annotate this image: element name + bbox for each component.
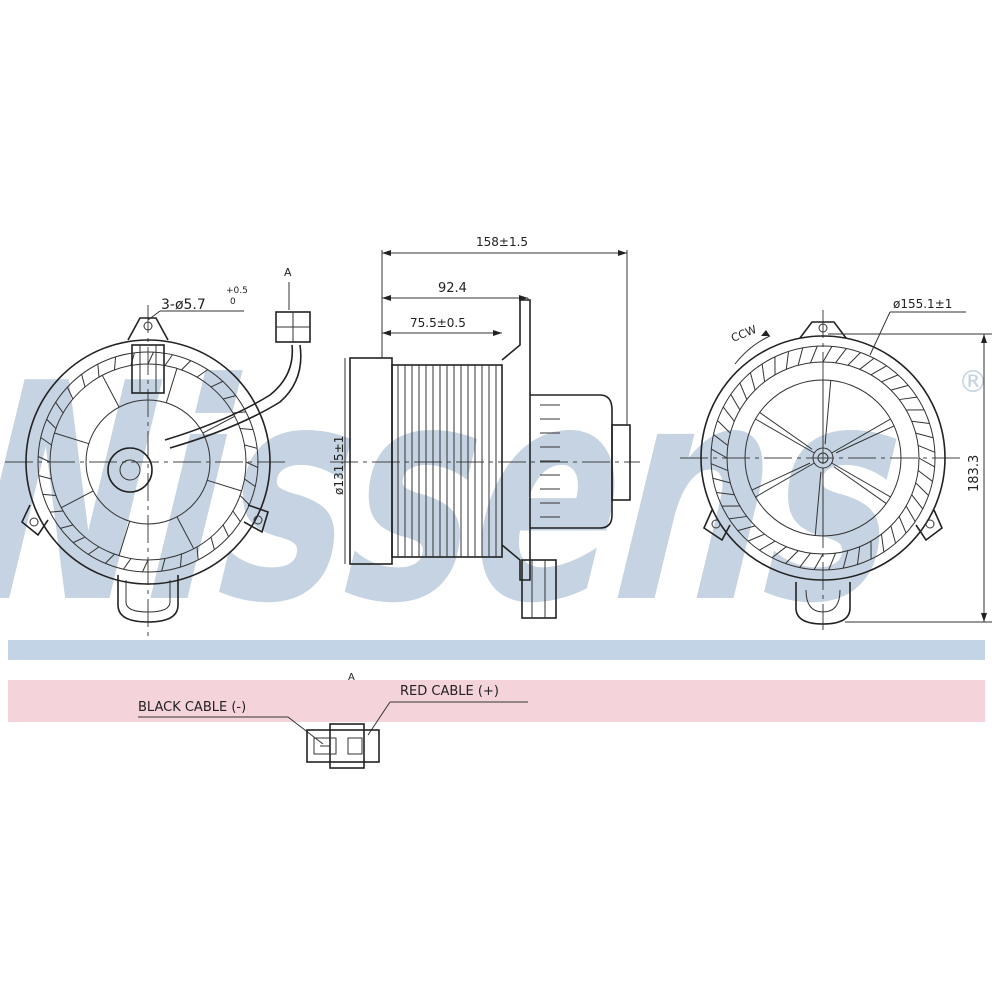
dim-height: 183.3: [967, 455, 982, 492]
registered-mark: ®: [958, 365, 988, 400]
hole-tol-upper: +0.5: [226, 286, 248, 296]
pink-band: [8, 680, 985, 722]
black-cable-label: BLACK CABLE (-): [138, 700, 246, 715]
front-view: A 3-ø5.7 +0.5 0: [5, 266, 311, 640]
section-marker-front: A: [284, 266, 292, 279]
dim-wheel-diameter: ø131.5±1: [332, 436, 346, 495]
blue-band: [8, 640, 985, 660]
dim-wheel-length: 75.5±0.5: [410, 316, 466, 330]
dim-overall-length: 158±1.5: [476, 235, 528, 249]
hole-tol-lower: 0: [230, 297, 236, 307]
dim-mid-length: 92.4: [438, 281, 467, 296]
red-cable-label: RED CABLE (+): [400, 684, 499, 699]
hole-callout: 3-ø5.7: [161, 297, 206, 313]
connector-detail: A BLACK CABLE (-) RED CABLE (+): [138, 672, 528, 769]
section-marker-connector: A: [348, 672, 355, 683]
side-view: 158±1.5 92.4 75.5±0.5 ø131.5±1: [330, 235, 640, 619]
dim-housing-diameter: ø155.1±1: [893, 297, 952, 311]
watermark-logo: Nissens: [0, 320, 916, 669]
